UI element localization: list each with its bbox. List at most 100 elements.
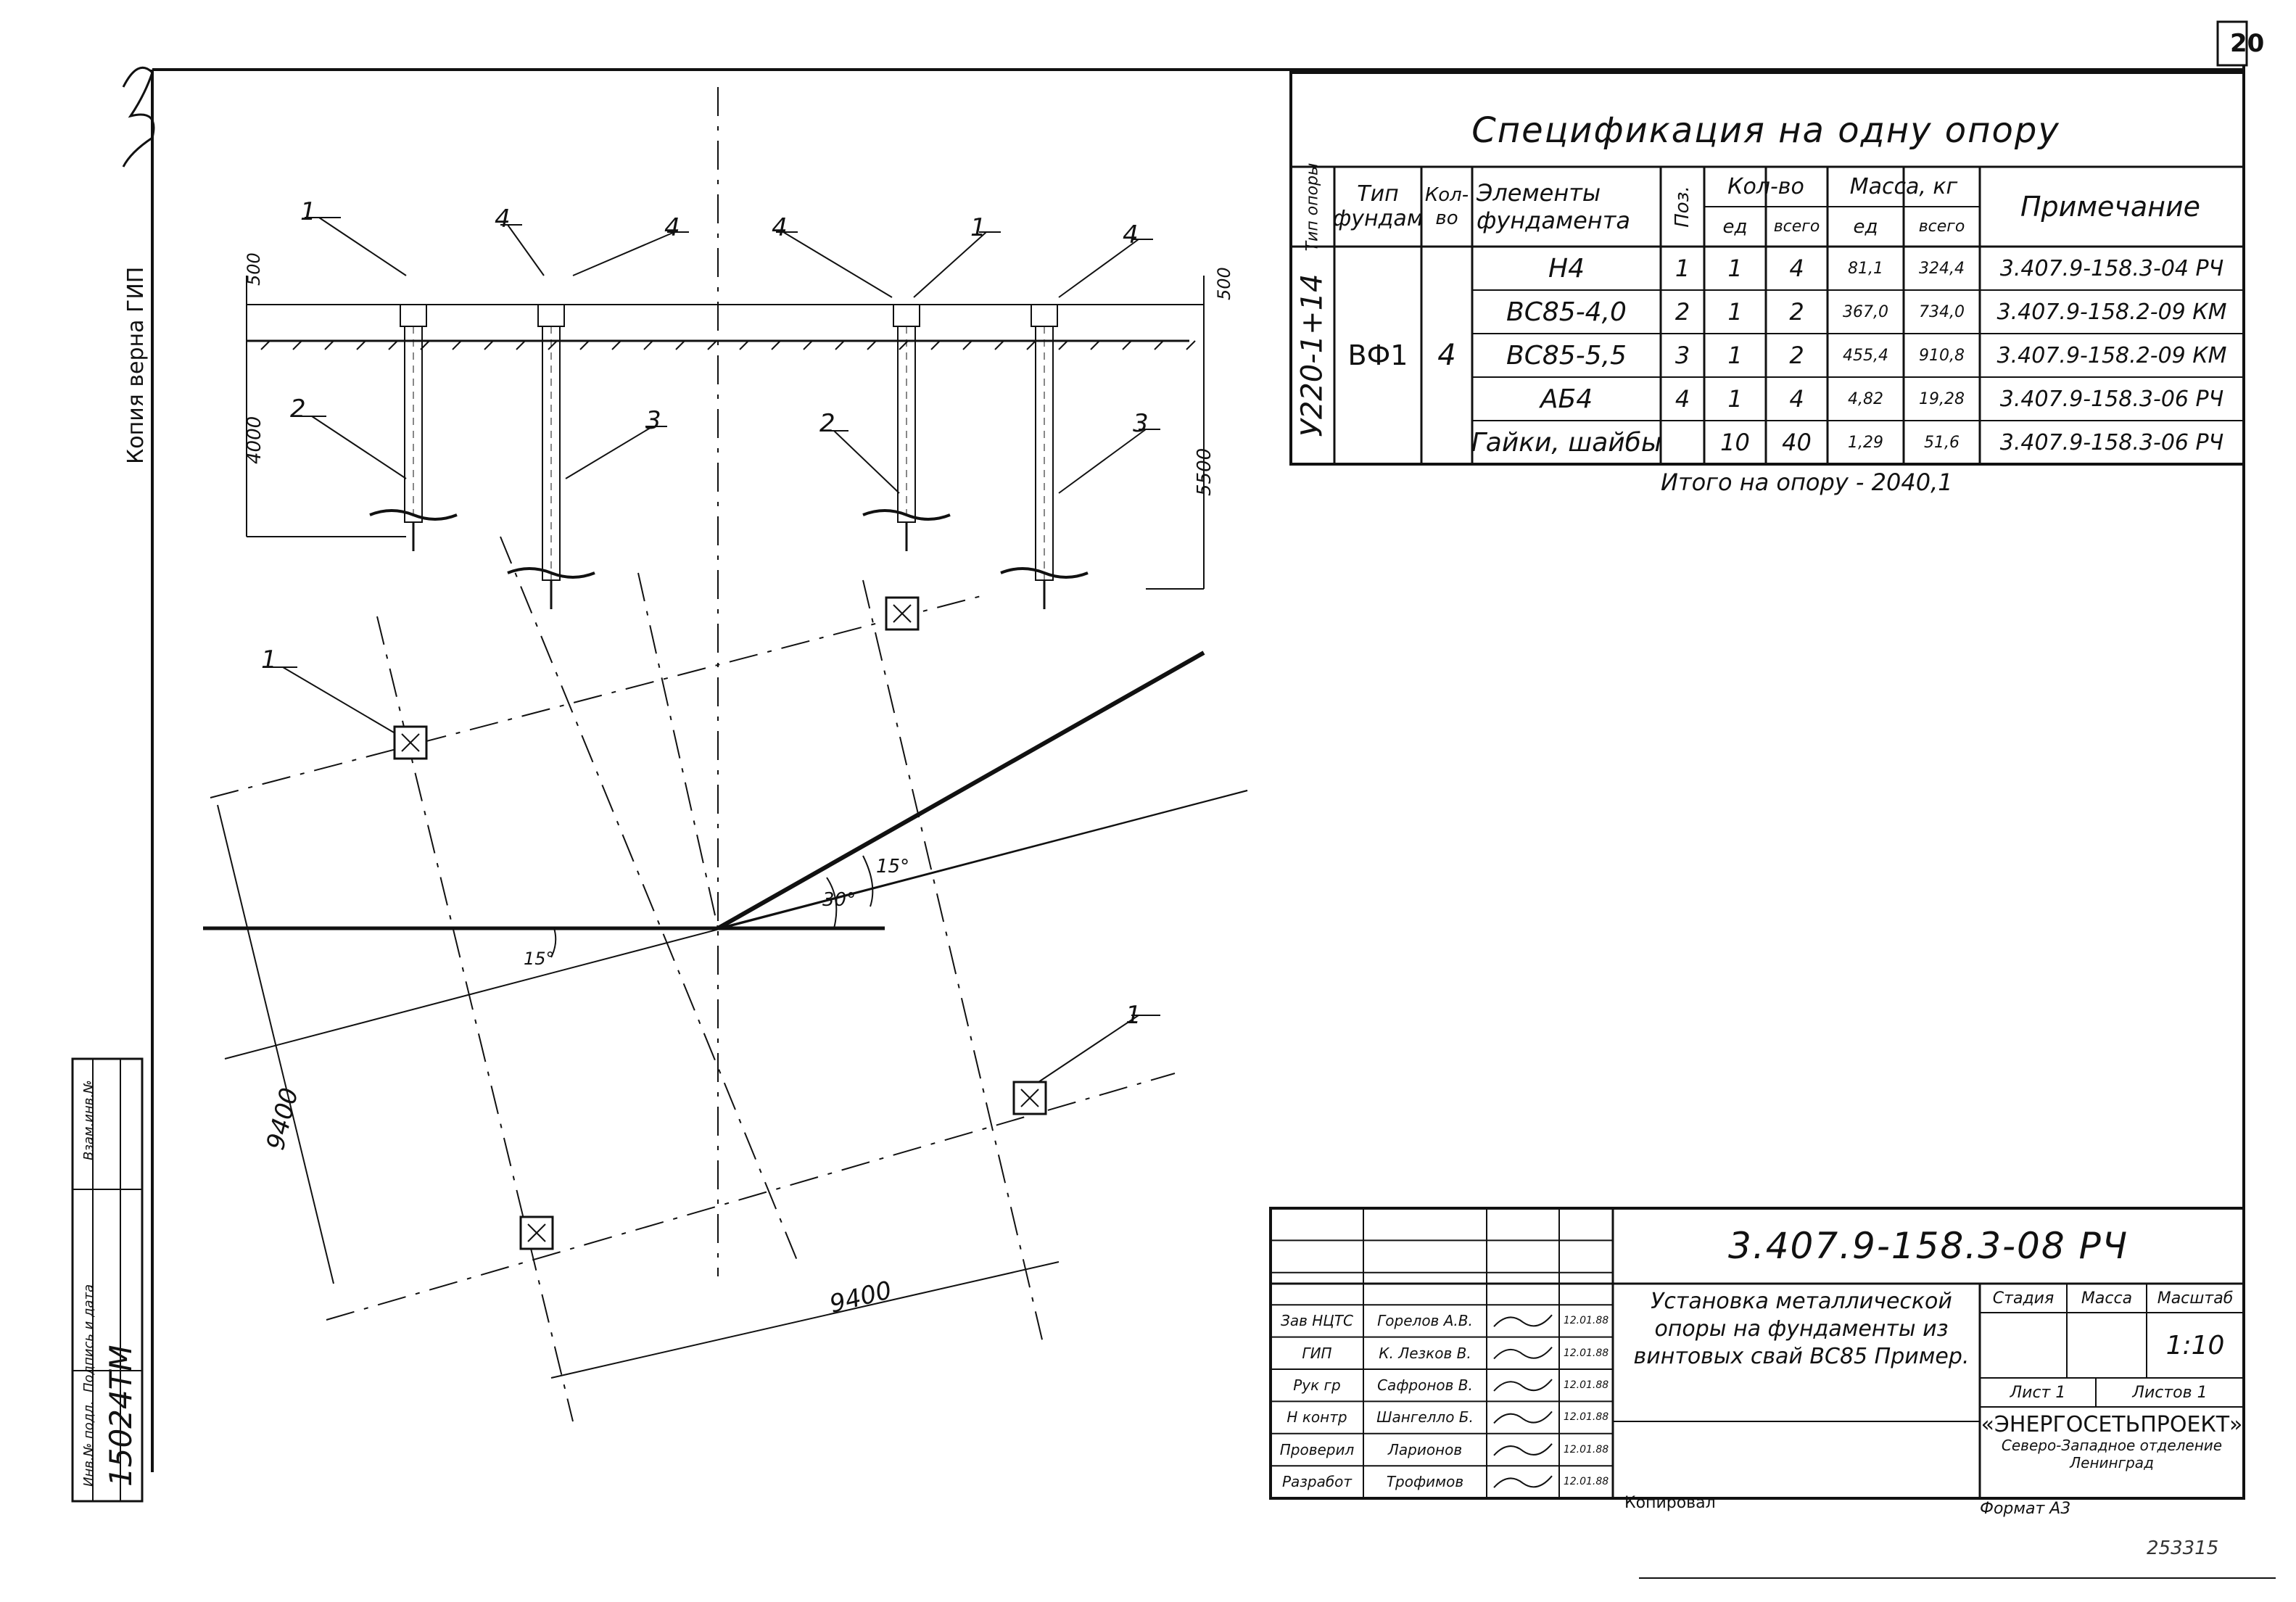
- spec-cell-qty: 10: [1720, 429, 1750, 456]
- spec-cell-qty_total: 2: [1789, 298, 1804, 326]
- hdr-foundation-type: Тип фундам: [1332, 181, 1424, 231]
- spec-cell-pos: 4: [1674, 385, 1690, 413]
- sheets-label: Листов 1: [2132, 1383, 2208, 1402]
- dim-500-left: 500: [244, 252, 264, 286]
- spec-cell-note: 3.407.9-158.2-09 КМ: [1996, 342, 2227, 368]
- leader-line: [1029, 1015, 1139, 1089]
- spec-cell-qty_total: 40: [1782, 429, 1812, 456]
- hdr-count: Кол-во: [1424, 184, 1469, 229]
- signature-date: 12.01.88: [1563, 1411, 1609, 1424]
- spec-cell-mass_total: 910,8: [1919, 346, 1965, 365]
- signature-date: 12.01.88: [1563, 1315, 1609, 1327]
- leader-line: [1058, 239, 1139, 298]
- anchor-plate-4: [519, 1215, 554, 1250]
- plan-diagonal: [500, 536, 798, 1263]
- doc-code: 3.407.9-158.3-08 РЧ: [1727, 1225, 2128, 1267]
- pile-1-head: [400, 304, 427, 327]
- spec-cell-mass_total: 734,0: [1919, 302, 1965, 321]
- plan-row-upper: [210, 594, 987, 798]
- signature-scribble: [1493, 1443, 1553, 1456]
- anchor-bolt: [1020, 1089, 1039, 1107]
- signature-date: 12.01.88: [1563, 1347, 1609, 1359]
- org-name: «ЭНЕРГОСЕТЬПРОЕКТ»: [1981, 1411, 2243, 1437]
- spec-cell-note: 3.407.9-158.2-09 КМ: [1996, 299, 2227, 325]
- signature-role: ГИП: [1302, 1344, 1332, 1362]
- spec-cell-pos: 1: [1674, 255, 1690, 282]
- hdr-mass: Масса, кг: [1849, 174, 1958, 199]
- angle-arc-30: [826, 877, 838, 929]
- leader-line: [311, 416, 407, 479]
- page-number: 20: [2230, 29, 2265, 58]
- dim-4000: 4000: [244, 416, 265, 464]
- ground-hatch: [260, 340, 271, 350]
- hdr-qty: Кол-во: [1727, 174, 1804, 199]
- signature-scribble: [1493, 1314, 1553, 1327]
- callout-3-a: 3: [645, 406, 661, 435]
- stage-label: Стадия: [1992, 1289, 2055, 1308]
- callout-4-d: 4: [1123, 220, 1139, 249]
- spec-table-frame: [1289, 71, 2245, 466]
- ground-hatch: [452, 340, 462, 350]
- signature-role: Рук гр: [1293, 1376, 1341, 1394]
- signature-role: Проверил: [1279, 1440, 1355, 1458]
- hdr-pos: Поз.: [1672, 186, 1693, 228]
- ground-hatch: [994, 340, 1004, 350]
- inventory-number: 15024ТМ: [103, 1345, 139, 1487]
- ground-hatch: [548, 340, 558, 350]
- dim-9400-line-h: [550, 1261, 1060, 1379]
- spec-cell-pos: [1661, 421, 1704, 464]
- dim-5500: 5500: [1194, 447, 1215, 496]
- spec-cell-note: 3.407.9-158.3-06 РЧ: [1999, 386, 2224, 412]
- ground-hatch: [643, 340, 653, 350]
- pile-4-helix: [1000, 567, 1089, 579]
- angle-15-lower: 15°: [524, 949, 555, 969]
- ground-hatch: [803, 340, 813, 350]
- callout-1-a: 1: [300, 197, 316, 226]
- copy-note: Копия верна ГИП: [123, 266, 149, 464]
- gip-signature: [122, 66, 155, 168]
- scale-value: 1:10: [2165, 1330, 2225, 1361]
- spec-cell-note: 3.407.9-158.3-06 РЧ: [1999, 429, 2224, 455]
- signature-name: Горелов А.В.: [1377, 1312, 1473, 1330]
- spec-cell-qty: 1: [1727, 385, 1743, 413]
- anchor-bolt: [893, 604, 912, 623]
- spec-cell-mass: 4,82: [1848, 389, 1883, 408]
- signature-name: Сафронов В.: [1377, 1376, 1473, 1394]
- ground-hatch: [516, 340, 526, 350]
- ground-hatch: [1154, 340, 1164, 350]
- ground-hatch: [707, 340, 717, 350]
- dim-500-right: 500: [1214, 267, 1234, 300]
- ground-hatch: [835, 340, 845, 350]
- spec-cell-pos: 3: [1674, 342, 1690, 369]
- spec-cell-pos: 2: [1674, 298, 1690, 326]
- callout-2-b: 2: [819, 409, 835, 438]
- spec-cell-element: Гайки, шайбы: [1471, 427, 1662, 458]
- angle-30: 30°: [822, 889, 856, 911]
- stamp-inv-label: Инв.№ подл.: [81, 1400, 96, 1487]
- leader-line: [833, 430, 900, 494]
- signature-date: 12.01.88: [1563, 1443, 1609, 1456]
- signature-role: Разработ: [1281, 1473, 1353, 1491]
- pile-3-head: [893, 304, 920, 327]
- callout-1-c: 1: [261, 645, 277, 674]
- ground-hatch: [579, 340, 590, 350]
- sheet-label: Лист 1: [2010, 1383, 2066, 1402]
- pile-2-helix: [507, 567, 595, 579]
- callout-2-a: 2: [290, 395, 306, 424]
- hdr-support-type: Тип опоры: [1303, 162, 1322, 251]
- ground-hatch: [292, 340, 302, 350]
- ground-hatch: [739, 340, 749, 350]
- spec-cell-mass: 81,1: [1848, 259, 1883, 278]
- signature-date: 12.01.88: [1563, 1476, 1609, 1488]
- title-block-frame: [1269, 1207, 2245, 1500]
- ground-hatch: [1122, 340, 1132, 350]
- spec-title: Спецификация на одну опору: [1471, 110, 2060, 151]
- ground-hatch: [1090, 340, 1100, 350]
- pile-3-helix: [862, 509, 951, 521]
- leader-line: [318, 217, 407, 276]
- hdr-mass-unit: ед: [1853, 215, 1878, 238]
- anchor-bolt: [401, 733, 420, 752]
- spec-cell-qty: 1: [1727, 342, 1743, 369]
- anchor-bolt: [527, 1223, 546, 1242]
